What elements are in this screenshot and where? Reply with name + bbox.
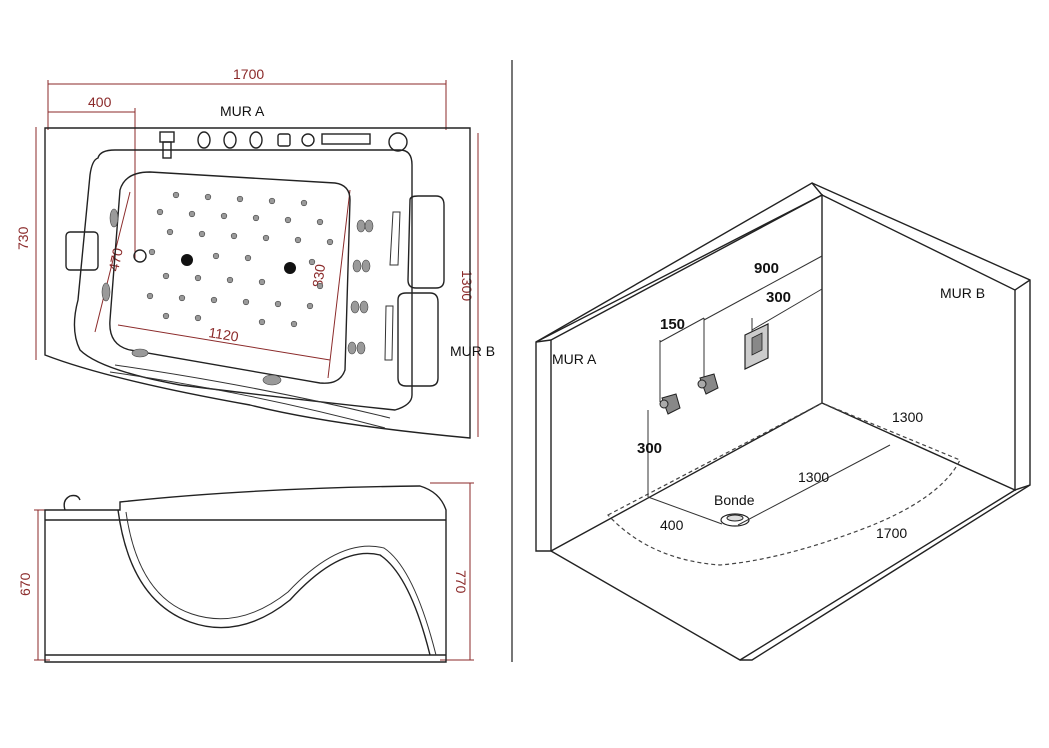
- dim-900-label: 900: [754, 260, 779, 277]
- dim-300-top-label: 300: [766, 289, 791, 306]
- top-view: 1700 400 730 1300 470 1120 830 MUR A MUR…: [15, 66, 495, 439]
- headrest-left: [65, 231, 99, 271]
- control-panel: [159, 131, 408, 159]
- dim-400-label: 400: [660, 517, 684, 533]
- dim-inner-width-label: 470: [105, 246, 126, 272]
- side-view: 670 770: [17, 482, 474, 663]
- iso-wall-a-label: MUR A: [552, 351, 597, 367]
- dim-inner-length-label: 1120: [208, 324, 240, 345]
- tub-outer-outline: [44, 127, 471, 439]
- drain-label: Bonde: [714, 492, 755, 508]
- drain-top: [133, 249, 147, 263]
- tub-rim: [73, 149, 413, 411]
- dim-total-height-label: 770: [453, 570, 469, 594]
- dim-height-label: 670: [17, 572, 33, 596]
- iso-view: MUR A MUR B 900 300 150 300 1300 1300 40…: [535, 182, 1031, 661]
- dim-length-label: 1700: [233, 66, 264, 82]
- wall-b-label: MUR B: [450, 343, 495, 359]
- valve-right-icon: [697, 373, 719, 395]
- dim-1300-diag-label: 1300: [798, 469, 829, 485]
- suction-right: [284, 262, 296, 274]
- wall-a-label: MUR A: [220, 103, 265, 119]
- dim-diagonal-label: 830: [309, 263, 328, 289]
- pillow-upper: [407, 195, 445, 289]
- side-basin-curve: [117, 509, 431, 656]
- valve-left-icon: [659, 393, 681, 415]
- pillow-lower: [397, 292, 439, 387]
- tub-footprint: [607, 402, 961, 566]
- dim-side-label: 1300: [459, 270, 475, 301]
- wall-a-face: [535, 193, 823, 552]
- drain-icon: [720, 513, 750, 527]
- side-faucet: [63, 494, 81, 511]
- dim-depth-label: 730: [15, 226, 31, 250]
- iso-wall-b-label: MUR B: [940, 285, 985, 301]
- air-jets: [146, 191, 334, 328]
- dim-offset-label: 400: [88, 94, 112, 110]
- wall-b-face: [821, 194, 1016, 492]
- dim-300-height-label: 300: [637, 440, 662, 457]
- tub-basin: [109, 171, 351, 384]
- dim-150-label: 150: [660, 316, 685, 333]
- dim-1300-side-label: 1300: [892, 409, 923, 425]
- dim-1700-label: 1700: [876, 525, 907, 541]
- suction-left: [181, 254, 193, 266]
- outlet-box-icon: [744, 323, 769, 370]
- side-outline: [44, 485, 447, 663]
